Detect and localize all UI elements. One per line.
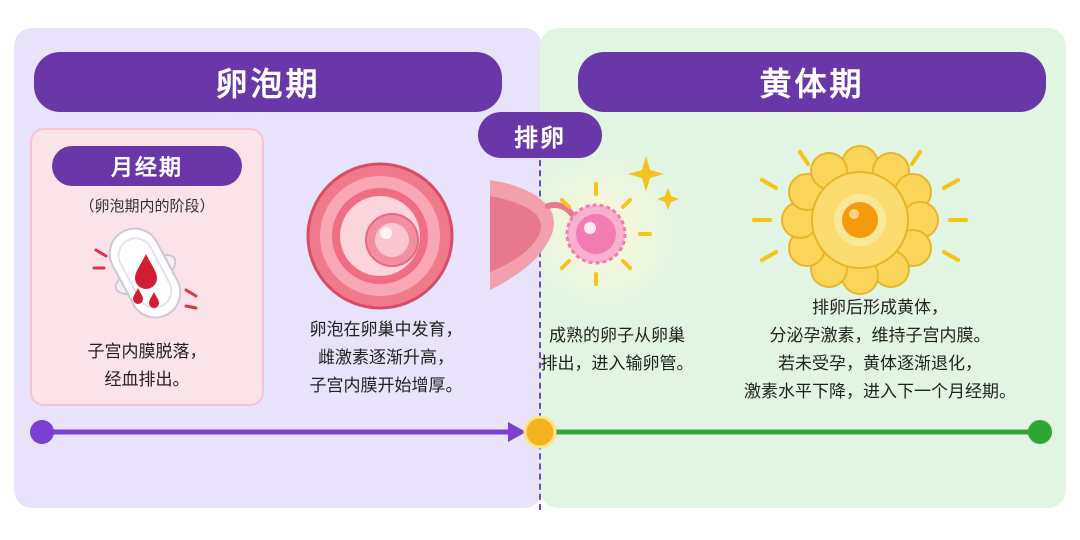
follicle-desc-line: 雌激素逐渐升高， [318,348,454,368]
follicle-desc-line: 卵泡在卵巢中发育， [309,320,463,340]
start-dot [30,420,54,444]
ovulation-description: 成熟的卵子从卵巢 排出，进入输卵管。 [512,322,722,378]
follicle-description: 卵泡在卵巢中发育， 雌激素逐渐升高， 子宫内膜开始增厚。 [270,316,502,400]
corpus-luteum-icon [752,145,968,295]
phase-divider [539,150,541,510]
luteal-desc-line: 排卵后形成黄体， [812,298,948,318]
released-egg-icon [490,156,679,308]
ovulation-dot [523,415,557,449]
follicle-desc-line: 子宫内膜开始增厚。 [309,376,463,396]
sanitary-pad-icon [92,227,198,319]
end-dot [1028,420,1052,444]
luteal-desc-line: 分泌孕激素，维持子宫内膜。 [769,326,991,346]
ovulation-desc-line: 成熟的卵子从卵巢 [549,326,685,346]
follicular-phase-title: 卵泡期 [34,52,502,112]
menstrual-description: 子宫内膜脱落， 经血排出。 [30,338,264,394]
cycle-timeline [30,415,1052,449]
luteal-desc-line: 若未受孕，黄体逐渐退化， [778,354,982,374]
follicle-icon [306,162,454,310]
luteal-phase-title: 黄体期 [578,52,1046,112]
luteal-description: 排卵后形成黄体， 分泌孕激素，维持子宫内膜。 若未受孕，黄体逐渐退化， 激素水平… [700,294,1060,406]
menstrual-desc-line: 子宫内膜脱落， [87,342,207,362]
menstrual-phase-title: 月经期 [52,146,242,186]
luteal-desc-line: 激素水平下降，进入下一个月经期。 [744,382,1016,402]
menstrual-subtitle: （卵泡期内的阶段） [79,197,215,215]
ovulation-title: 排卵 [478,112,602,158]
timeline-arrow-icon [508,422,526,442]
ovulation-desc-line: 排出，进入输卵管。 [540,354,694,374]
menstrual-desc-line: 经血排出。 [104,370,190,390]
